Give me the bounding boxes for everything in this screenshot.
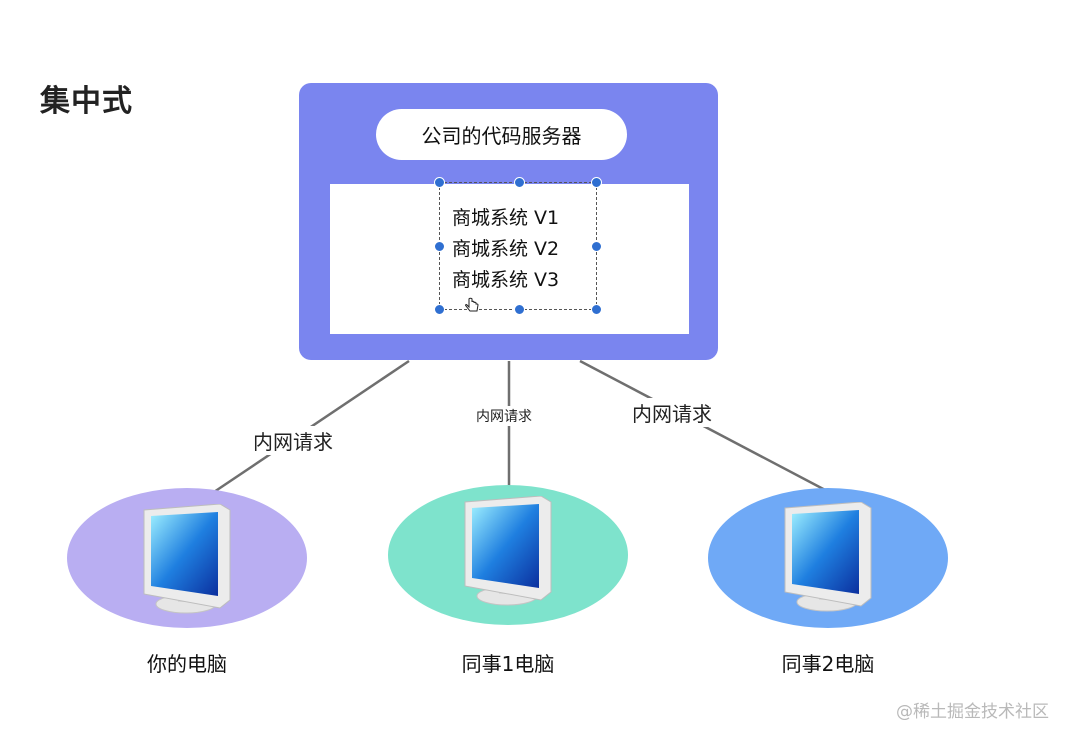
resize-handle-top-right[interactable] [591,177,602,188]
monitor-icon [464,496,552,606]
resize-handle-right[interactable] [591,241,602,252]
link-label-right: 内网请求 [630,398,714,427]
hand-cursor-icon [465,297,479,312]
version-item: 商城系统 V3 [452,269,560,291]
resize-handle-top-left[interactable] [434,177,445,188]
resize-handle-bottom[interactable] [514,304,525,315]
resize-handle-bottom-left[interactable] [434,304,445,315]
computer-label-colleague-2: 同事2电脑 [781,652,875,676]
resize-handle-top[interactable] [514,177,525,188]
link-label-center: 内网请求 [474,406,534,426]
monitor-icon [143,504,231,614]
resize-handle-bottom-right[interactable] [591,304,602,315]
version-item: 商城系统 V2 [452,238,560,260]
computer-label-you: 你的电脑 [147,652,227,676]
page-title: 集中式 [40,84,133,119]
computer-label-colleague-1: 同事1电脑 [461,652,555,676]
server-label: 公司的代码服务器 [376,109,627,160]
link-label-left: 内网请求 [251,426,335,455]
monitor-icon [784,502,872,612]
selection-box[interactable] [434,177,602,315]
version-item: 商城系统 V1 [452,207,560,229]
version-list: 商城系统 V1 商城系统 V2 商城系统 V3 [452,203,559,296]
resize-handle-left[interactable] [434,241,445,252]
watermark: @稀土掘金技术社区 [896,702,1049,722]
